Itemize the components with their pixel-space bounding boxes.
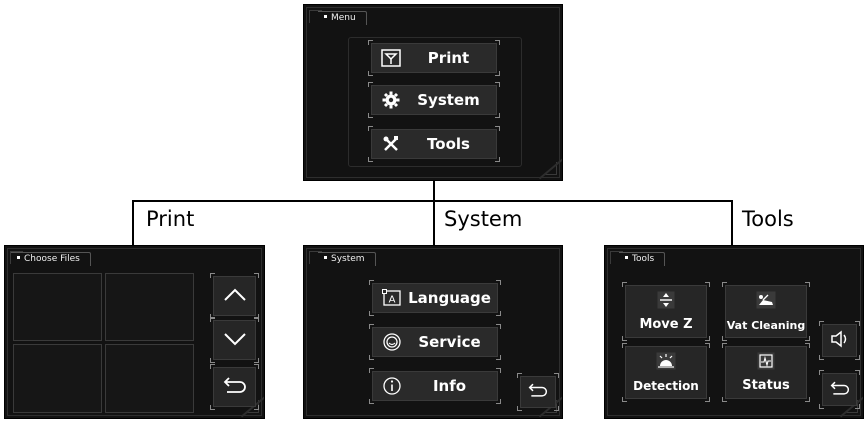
tile-label: Move Z [639, 317, 693, 332]
move-z-tile[interactable]: Move Z [622, 282, 710, 341]
chevron-up-icon [223, 287, 247, 306]
back-button[interactable] [517, 373, 559, 411]
print-icon [381, 49, 401, 67]
info-icon [382, 377, 402, 395]
screen-title-tab: Choose Files [11, 252, 91, 266]
branch-label-print: Print [146, 207, 195, 231]
service-icon [382, 333, 402, 351]
chevron-down-icon [223, 331, 247, 350]
corner-decoration [309, 10, 322, 23]
volume-icon [830, 329, 850, 352]
gear-icon [381, 91, 401, 109]
screen-title-tab: Menu [318, 11, 367, 25]
bullet-icon [625, 256, 628, 259]
scroll-up-button[interactable] [210, 273, 259, 319]
bullet-icon [324, 256, 327, 259]
connector-horizontal [132, 200, 733, 202]
service-button[interactable]: Service [369, 324, 501, 360]
move-z-icon [656, 291, 676, 308]
language-button[interactable]: A Language [369, 280, 501, 316]
connector-trunk [433, 180, 435, 201]
connector-print-drop [132, 200, 134, 246]
status-tile[interactable]: Status [722, 343, 810, 402]
menu-tools-button[interactable]: Tools [368, 126, 500, 162]
detection-icon [656, 352, 676, 369]
corner-decoration [309, 251, 322, 264]
branch-label-system: System [444, 207, 523, 231]
back-button[interactable] [819, 370, 860, 409]
volume-button[interactable] [819, 321, 860, 360]
connector-tools-drop [731, 200, 733, 246]
back-button[interactable] [210, 364, 259, 410]
system-screen: System A Language Service Info [303, 245, 563, 419]
screen-title: Menu [331, 13, 356, 23]
screen-title: System [331, 254, 365, 264]
svg-text:A: A [389, 295, 396, 306]
screen-title: Tools [632, 254, 655, 264]
choose-files-screen: Choose Files [4, 245, 265, 419]
system-button-label: Language [408, 289, 491, 307]
screen-title: Choose Files [24, 254, 80, 264]
info-button[interactable]: Info [369, 368, 501, 404]
detection-tile[interactable]: Detection [622, 343, 710, 402]
menu-print-button[interactable]: Print [368, 40, 500, 76]
vat-cleaning-icon [756, 291, 776, 308]
file-slot[interactable] [13, 344, 102, 413]
back-icon [223, 376, 247, 398]
back-icon [528, 382, 548, 402]
tools-icon [381, 135, 401, 153]
corner-decoration [845, 400, 858, 413]
back-icon [830, 380, 850, 400]
system-button-label: Info [432, 377, 467, 395]
tile-label: Detection [633, 379, 699, 393]
corner-decoration [544, 400, 557, 413]
tile-label: Status [742, 378, 790, 393]
corner-decoration [10, 251, 23, 264]
menu-screen: Menu Print System Tools [303, 4, 563, 181]
tile-label: Vat Cleaning [726, 319, 806, 332]
corner-decoration [544, 162, 557, 175]
screen-title-tab: Tools [619, 252, 666, 266]
bullet-icon [324, 15, 327, 18]
menu-button-label: Tools [427, 135, 470, 153]
status-icon [756, 352, 776, 369]
system-button-label: Service [418, 333, 481, 351]
file-slot[interactable] [105, 344, 194, 413]
language-icon: A [382, 289, 402, 307]
vat-cleaning-tile[interactable]: Vat Cleaning [722, 282, 810, 341]
file-slot[interactable] [105, 273, 194, 341]
screen-title-tab: System [318, 252, 376, 266]
connector-system-drop [433, 200, 435, 246]
branch-label-tools: Tools [742, 207, 794, 231]
menu-button-label: System [417, 91, 480, 109]
tools-screen: Tools Move Z Vat Cleaning Detection Stat… [604, 245, 864, 419]
menu-system-button[interactable]: System [368, 82, 500, 118]
menu-button-label: Print [427, 49, 470, 67]
corner-decoration [610, 251, 623, 264]
bullet-icon [17, 256, 20, 259]
file-slot[interactable] [13, 273, 102, 341]
scroll-down-button[interactable] [210, 317, 259, 363]
